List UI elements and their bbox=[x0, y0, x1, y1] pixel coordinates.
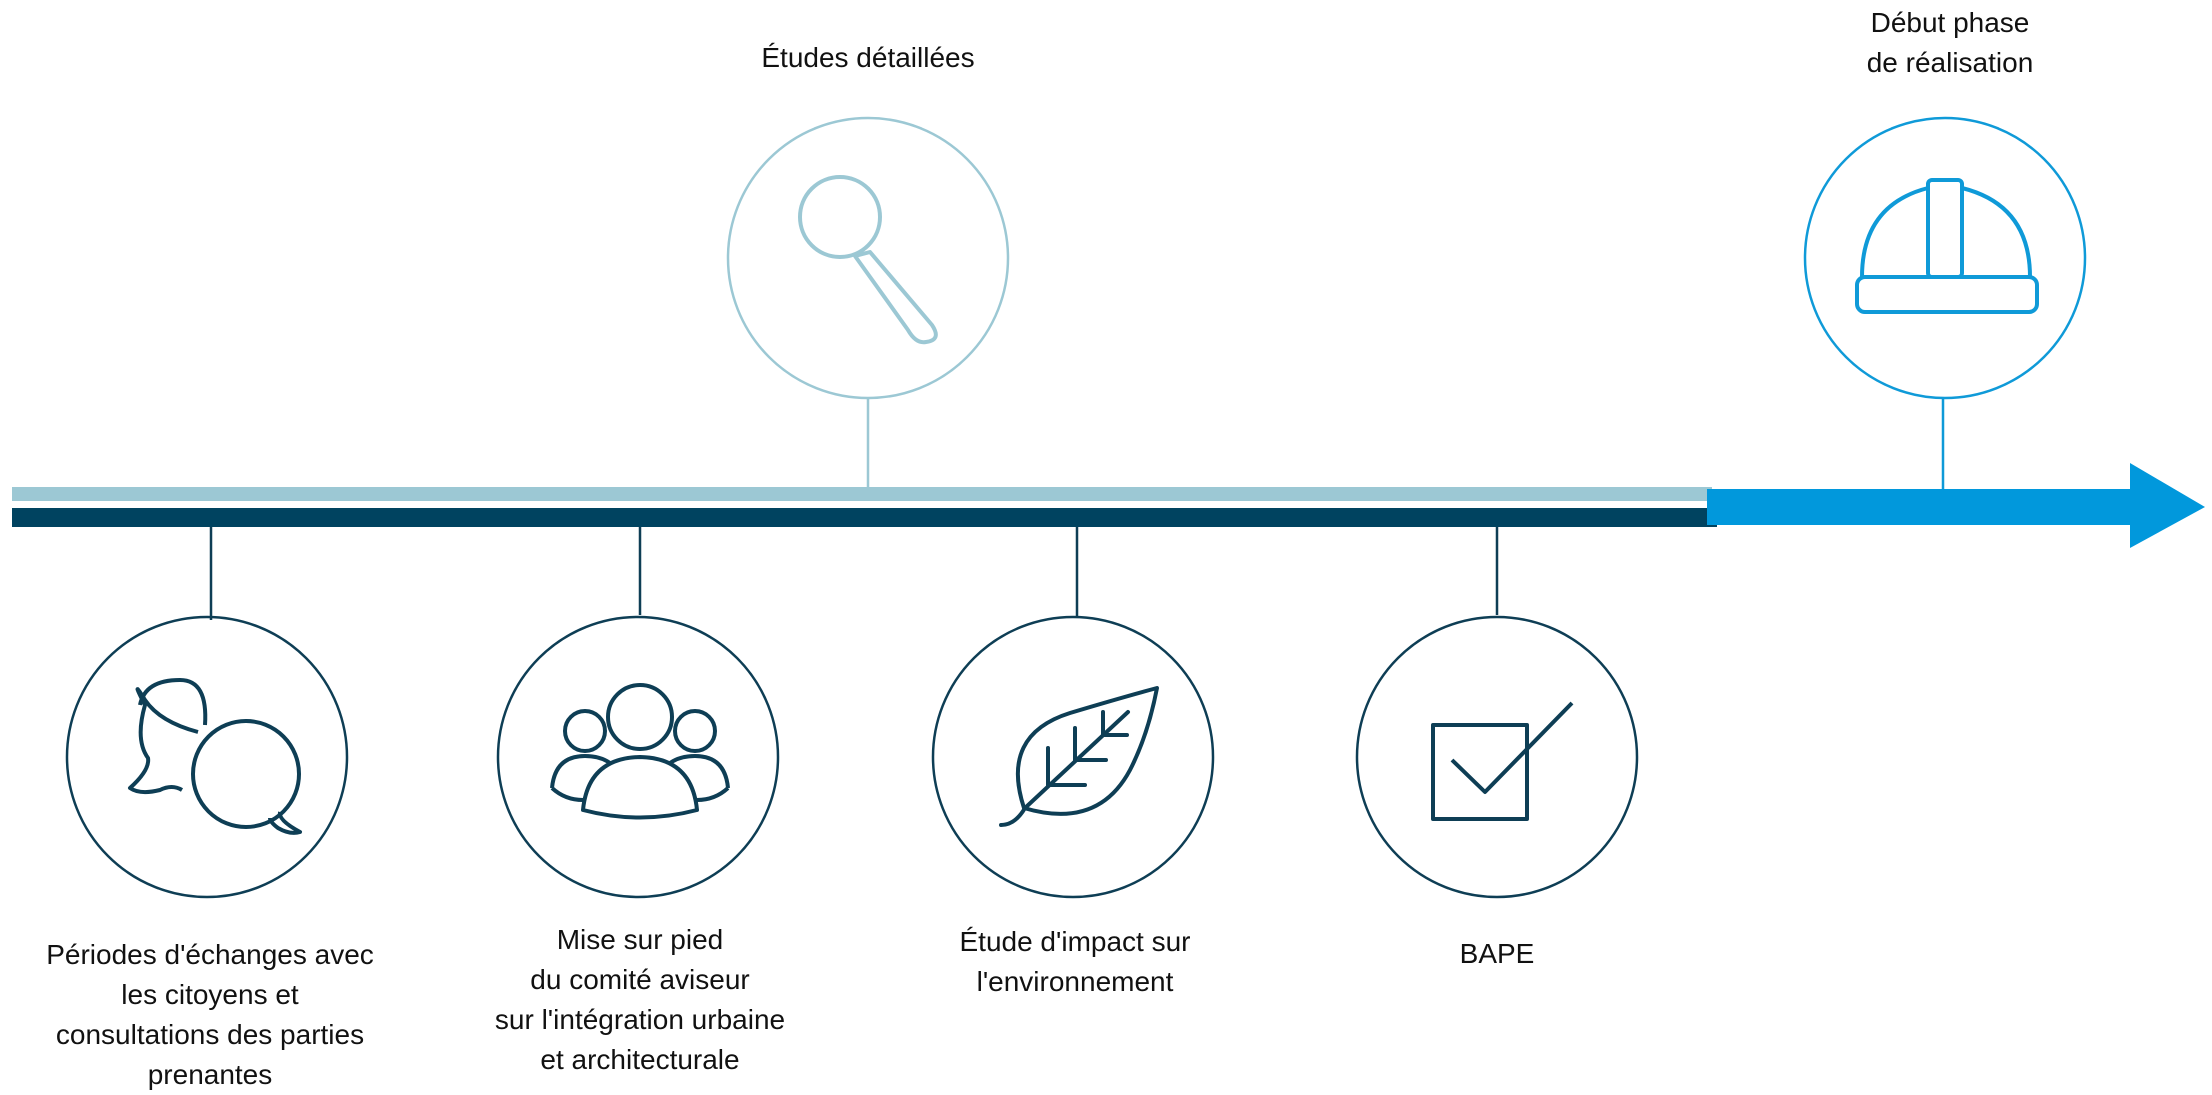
label-comite-aviseur: Mise sur pied du comité aviseur sur l'in… bbox=[494, 924, 786, 1075]
milestone-comite-aviseur bbox=[496, 527, 780, 899]
milestone-circle bbox=[726, 116, 1010, 400]
timeline-top-bar bbox=[12, 487, 1712, 501]
milestone-circle bbox=[931, 615, 1215, 899]
leaf-icon bbox=[999, 686, 1159, 827]
speech-bubbles-icon bbox=[128, 678, 302, 835]
milestone-echanges-citoyens bbox=[65, 527, 349, 899]
milestone-debut-realisation bbox=[1803, 116, 2087, 489]
milestone-circle bbox=[1355, 615, 1639, 899]
milestone-etudes-detaillees bbox=[726, 116, 1010, 487]
group-people-icon bbox=[550, 683, 730, 820]
hard-hat-icon bbox=[1855, 178, 2039, 314]
milestone-bape bbox=[1355, 527, 1639, 899]
milestone-etude-impact bbox=[931, 527, 1215, 899]
checkbox-icon bbox=[1431, 701, 1574, 821]
timeline-arrow bbox=[1707, 463, 2205, 548]
milestone-circle bbox=[1803, 116, 2087, 400]
magnifier-icon bbox=[798, 175, 938, 345]
label-echanges-citoyens: Périodes d'échanges avec les citoyens et… bbox=[46, 939, 374, 1090]
timeline-bottom-bar bbox=[12, 508, 1717, 527]
label-debut-realisation: Début phase de réalisation bbox=[1866, 7, 2034, 78]
milestone-circle bbox=[496, 615, 780, 899]
label-etude-impact: Étude d'impact sur l'environnement bbox=[959, 926, 1191, 997]
label-etudes-detaillees: Études détaillées bbox=[761, 42, 975, 73]
milestone-circle bbox=[65, 615, 349, 899]
label-bape: BAPE bbox=[1459, 938, 1535, 969]
